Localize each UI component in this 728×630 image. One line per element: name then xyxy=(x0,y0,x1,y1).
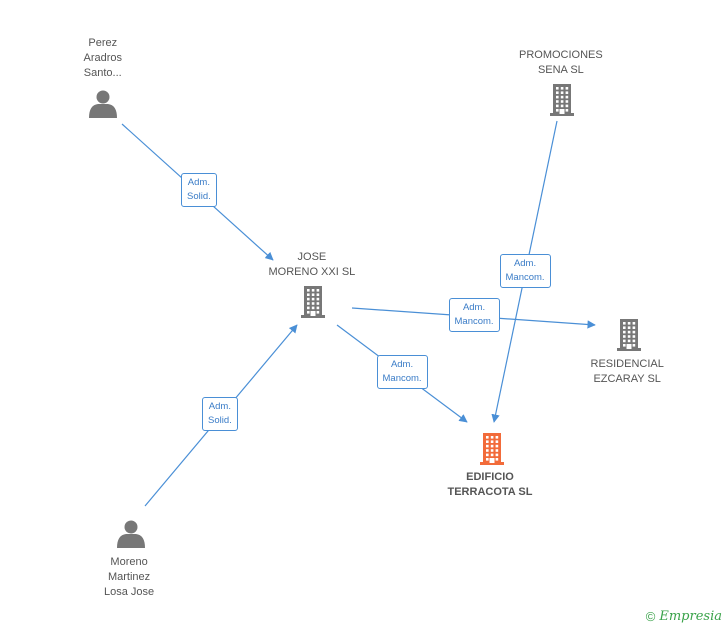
building-icon[interactable] xyxy=(301,286,325,318)
node-label-residencial[interactable]: RESIDENCIAL EZCARAY SL xyxy=(591,357,664,387)
edge-label-line: Mancom. xyxy=(454,316,494,327)
edge-label-line: Adm. xyxy=(390,359,414,370)
node-label-line: RESIDENCIAL xyxy=(590,358,664,370)
edge-label-moreno-to-jose[interactable]: Adm. Solid. xyxy=(202,397,238,431)
building-icon[interactable] xyxy=(617,319,641,351)
node-label-line: SENA SL xyxy=(537,64,584,76)
edge-label-jose-to-edificio[interactable]: Adm. Mancom. xyxy=(376,355,428,389)
person-icon[interactable] xyxy=(89,90,117,119)
brand-name: Empresia xyxy=(659,609,722,624)
edge-label-jose-to-residencial[interactable]: Adm. Mancom. xyxy=(448,298,500,332)
node-label-line: Santo... xyxy=(83,67,122,79)
node-label-line: EZCARAY SL xyxy=(593,373,661,385)
node-label-line: MORENO XXI SL xyxy=(268,266,356,278)
edge-label-line: Solid. xyxy=(208,415,232,426)
node-label-line: PROMOCIONES xyxy=(519,49,603,61)
brand-watermark: © Empresia xyxy=(646,609,722,624)
person-icon[interactable] xyxy=(117,520,145,549)
edge-label-line: Adm. xyxy=(208,401,231,412)
edge-label-line: Adm. xyxy=(513,258,537,269)
node-label-jose[interactable]: JOSE MORENO XXI SL xyxy=(269,250,356,280)
copyright-icon: © xyxy=(645,609,656,624)
edge-label-line: Mancom. xyxy=(505,272,545,283)
building-icon[interactable] xyxy=(480,433,504,465)
node-label-line: JOSE xyxy=(297,251,327,263)
node-label-edificio[interactable]: EDIFICIO TERRACOTA SL xyxy=(448,470,533,500)
node-label-line: TERRACOTA SL xyxy=(447,486,533,498)
edge-label-promociones-to-edificio[interactable]: Adm. Mancom. xyxy=(499,254,551,288)
edge-label-line: Adm. xyxy=(187,177,210,188)
edge-label-line: Solid. xyxy=(187,191,211,202)
node-label-line: Losa Jose xyxy=(104,586,155,598)
node-label-line: Perez xyxy=(88,37,118,49)
edge-label-line: Adm. xyxy=(462,302,486,313)
node-label-line: Aradros xyxy=(83,52,123,64)
node-label-line: EDIFICIO xyxy=(466,471,514,483)
node-label-promociones[interactable]: PROMOCIONES SENA SL xyxy=(519,48,603,78)
edge-label-line: Mancom. xyxy=(382,373,422,384)
edge-label-perez-to-jose[interactable]: Adm. Solid. xyxy=(181,173,217,207)
building-icon[interactable] xyxy=(550,84,574,116)
node-label-line: Moreno xyxy=(110,556,148,568)
node-label-line: Martinez xyxy=(107,571,151,583)
